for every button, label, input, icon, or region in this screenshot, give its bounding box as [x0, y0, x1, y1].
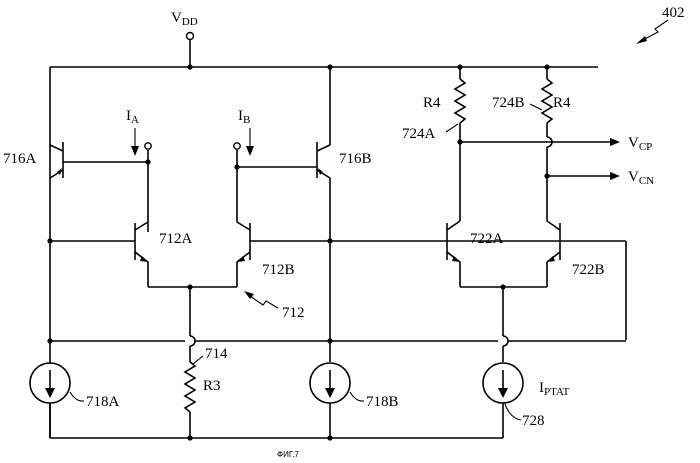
output-vcn-wire [547, 172, 620, 180]
label-716b: 716B [339, 151, 372, 167]
label-iptat: IPTAT [539, 380, 570, 398]
pointer-714 [193, 356, 203, 364]
output-vcp-wire [460, 138, 620, 146]
tail-node-722 [460, 284, 547, 362]
transistor-722a [447, 221, 460, 287]
current-arrow-ib [246, 128, 254, 156]
output-vcp-label: VCP [628, 135, 652, 153]
current-arrow-ia [131, 128, 139, 156]
label-724b: 724B [492, 95, 525, 111]
figure-caption: ФИГ.7 [277, 450, 299, 459]
label-712b: 712B [262, 262, 295, 278]
figure-reference-number: 402 [662, 5, 685, 21]
transistor-722b [547, 221, 626, 340]
label-724a: 724A [402, 126, 436, 142]
pointer-724b [530, 104, 542, 110]
pointer-718b [350, 392, 364, 401]
pointer-718a [70, 392, 84, 401]
pointer-712 [244, 291, 278, 308]
current-source-718b [310, 363, 350, 441]
label-718a: 718A [86, 394, 120, 410]
resistor-r3 [185, 362, 195, 441]
label-722b: 722B [572, 262, 605, 278]
label-722a: 722A [470, 231, 504, 247]
label-714: 714 [205, 346, 228, 362]
transistor-712a [50, 222, 148, 287]
resistor-r4-left [455, 67, 465, 221]
label-712a: 712A [159, 231, 193, 247]
vdd-rail [50, 33, 598, 70]
current-label-ia: IA [126, 108, 139, 126]
label-728: 728 [522, 413, 545, 429]
label-r3: R3 [203, 378, 221, 394]
vdd-label: VDD [171, 10, 198, 28]
label-r4-left: R4 [423, 95, 441, 111]
feedback-bus [47, 338, 626, 343]
output-vcn-label: VCN [628, 169, 654, 187]
label-712: 712 [282, 305, 305, 321]
current-source-728 [483, 363, 523, 438]
pointer-728 [505, 404, 521, 420]
resistor-r4-right [542, 67, 552, 221]
label-r4-right: R4 [553, 95, 571, 111]
label-718b: 718B [366, 394, 399, 410]
label-716a: 716A [3, 151, 37, 167]
figure-reference-arrow [636, 20, 668, 44]
current-source-718a [30, 363, 70, 403]
current-label-ib: IB [238, 108, 250, 126]
pointer-724a [446, 124, 458, 132]
